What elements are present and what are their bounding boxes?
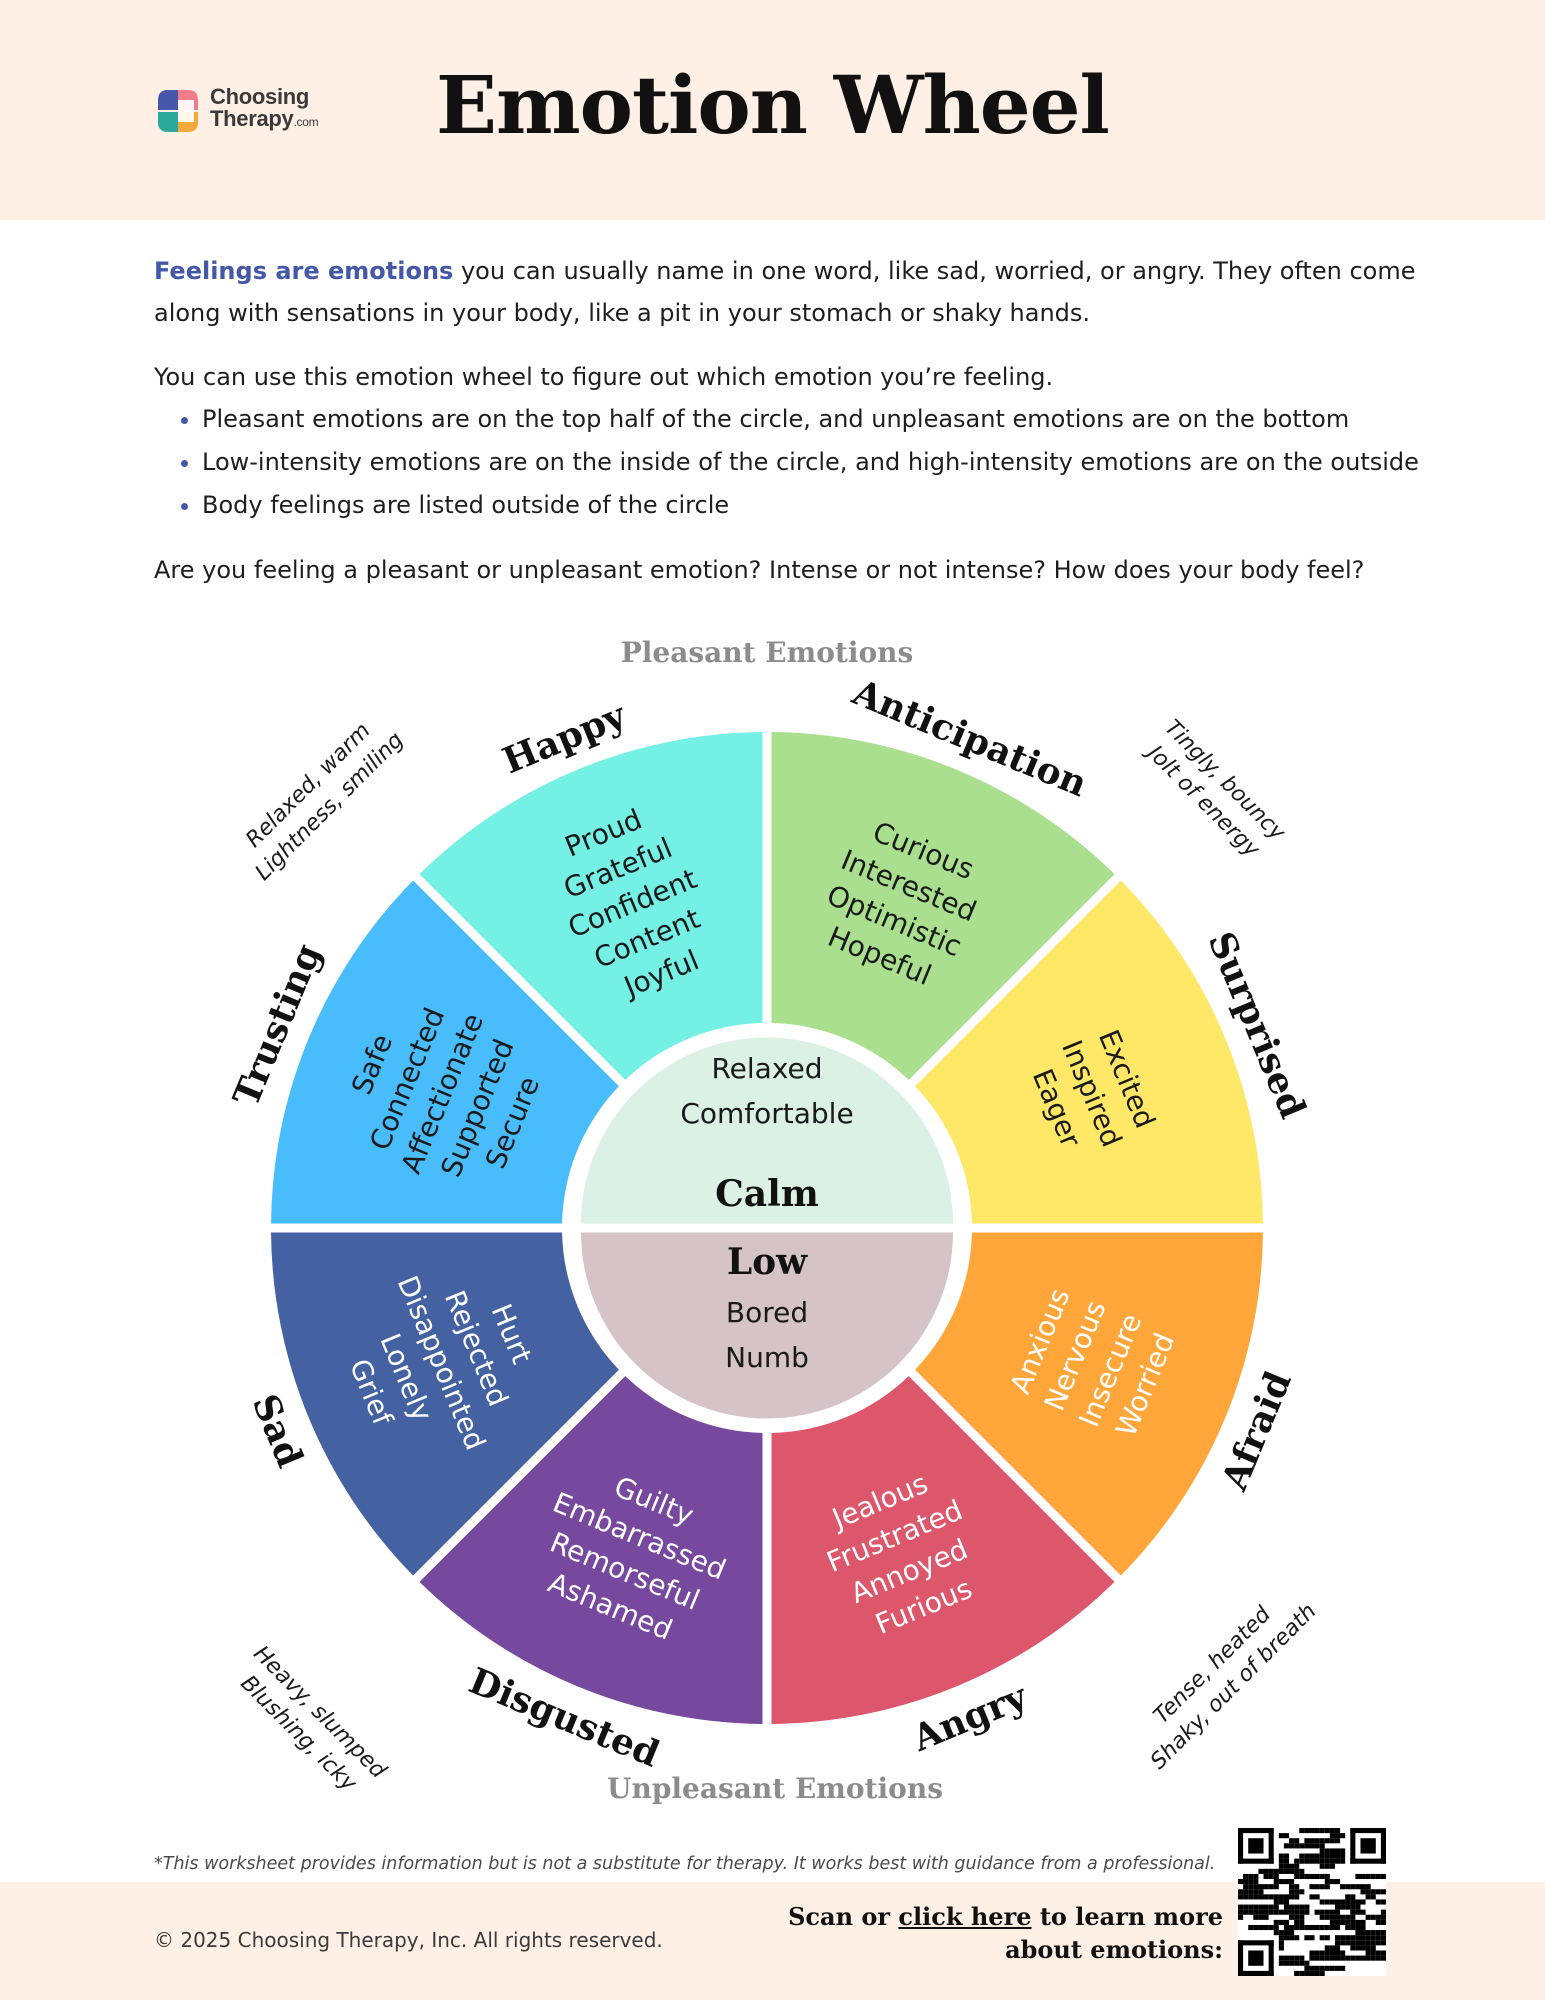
qr-code-icon[interactable] [1238,1828,1386,1976]
sector-name-sad: Sad [244,1388,311,1473]
bullet-item: Low-intensity emotions are on the inside… [202,441,1444,484]
center-calm [581,1037,953,1224]
low-word: Numb [725,1341,809,1374]
bullet-item: Pleasant emotions are on the top half of… [202,398,1444,441]
sector-sad [271,1232,619,1576]
intro-p1-text: you can usually name in one word, like s… [154,257,1416,327]
copyright-text: © 2025 Choosing Therapy, Inc. All rights… [154,1928,663,1952]
cta-line-2: about emotions: [1005,1935,1223,1964]
intro-accent: Feelings are emotions [154,257,454,285]
calm-word: Relaxed [711,1052,822,1085]
calm-name: Calm [715,1173,819,1215]
sector-disgusted [419,1376,763,1724]
intro-paragraph-3: Are you feeling a pleasant or unpleasant… [154,556,1365,584]
intro-section: Feelings are emotions you can usually na… [154,250,1444,613]
sector-angry [771,1376,1115,1724]
pleasant-emotions-label: Pleasant Emotions [621,636,914,669]
choosing-therapy-logo-icon [158,90,198,132]
intro-bullet-list: Pleasant emotions are on the top half of… [154,398,1444,527]
logo-line-2: Therapy [210,106,294,131]
sector-surprised [915,880,1263,1224]
unpleasant-emotions-label: Unpleasant Emotions [607,1772,943,1805]
logo-line-1: Choosing [210,84,310,109]
learn-more-cta: Scan or click here to learn more about e… [788,1900,1223,1966]
intro-paragraph-2: You can use this emotion wheel to figure… [154,363,1054,391]
sector-happy [419,732,763,1080]
sector-trusting [271,880,619,1224]
cta-after: to learn more [1031,1902,1223,1931]
intro-paragraph-1: Feelings are emotions you can usually na… [154,250,1444,334]
disclaimer-text: *This worksheet provides information but… [154,1854,1216,1874]
logo-wordmark: Choosing Therapy.com [210,84,319,133]
center-low [581,1232,953,1419]
low-word: Bored [726,1296,808,1329]
logo-suffix: .com [293,115,319,129]
click-here-link[interactable]: click here [898,1902,1032,1931]
low-name: Low [727,1241,808,1283]
sector-anticipation [771,732,1115,1080]
sector-afraid [915,1232,1263,1576]
header-banner: Choosing Therapy.com Emotion Wheel [0,0,1545,220]
emotion-name: Sad [244,1388,311,1473]
bullet-item: Body feelings are listed outside of the … [202,484,1444,527]
cta-before: Scan or [788,1902,899,1931]
calm-word: Comfortable [680,1097,853,1130]
page-title: Emotion Wheel [436,58,1110,152]
